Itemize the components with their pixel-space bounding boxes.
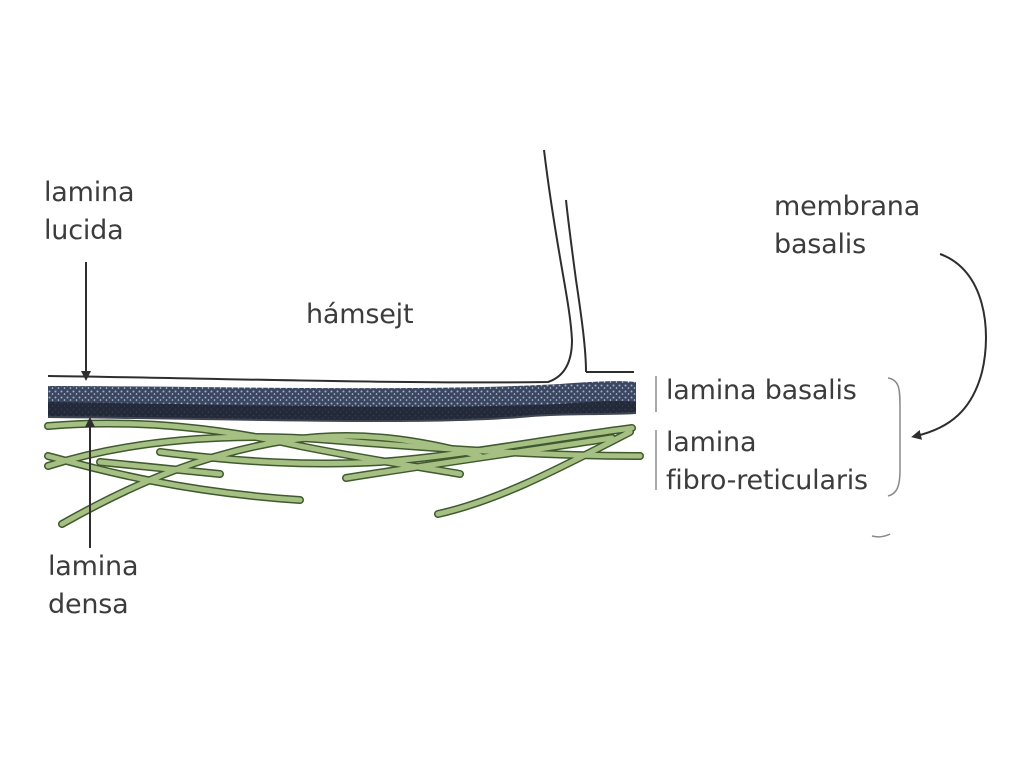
lamina-densa-label-line2: densa bbox=[48, 589, 129, 620]
membrana-basalis-arrow bbox=[911, 253, 987, 440]
membrana-basalis-label-line1: membrana bbox=[774, 191, 921, 222]
lamina-fibro-reticularis-label-line1: lamina bbox=[666, 427, 757, 458]
epithelial-cell-outline bbox=[47, 149, 634, 384]
membrana-basalis-label-line2: basalis bbox=[774, 229, 866, 260]
lamina-densa-layer bbox=[48, 381, 636, 423]
hamsejt-label: hámsejt bbox=[306, 296, 414, 334]
lamina-densa-label-line1: lamina bbox=[48, 551, 139, 582]
lamina-basalis-label-text: lamina basalis bbox=[666, 375, 857, 406]
hamsejt-label-text: hámsejt bbox=[306, 299, 414, 330]
lamina-fibro-reticularis-label: lamina fibro-reticularis bbox=[666, 424, 868, 500]
layer-brackets bbox=[655, 376, 901, 538]
lamina-basalis-label: lamina basalis bbox=[666, 372, 857, 410]
membrana-basalis-label: membrana basalis bbox=[774, 188, 920, 264]
lamina-lucida-label-line2: lucida bbox=[44, 215, 124, 246]
reticular-fibers bbox=[44, 419, 644, 528]
lamina-lucida-label: lamina lucida bbox=[44, 174, 135, 250]
lamina-densa-label: lamina densa bbox=[48, 548, 139, 624]
lamina-lucida-label-line1: lamina bbox=[44, 177, 135, 208]
lamina-fibro-reticularis-label-line2: fibro-reticularis bbox=[666, 465, 868, 496]
